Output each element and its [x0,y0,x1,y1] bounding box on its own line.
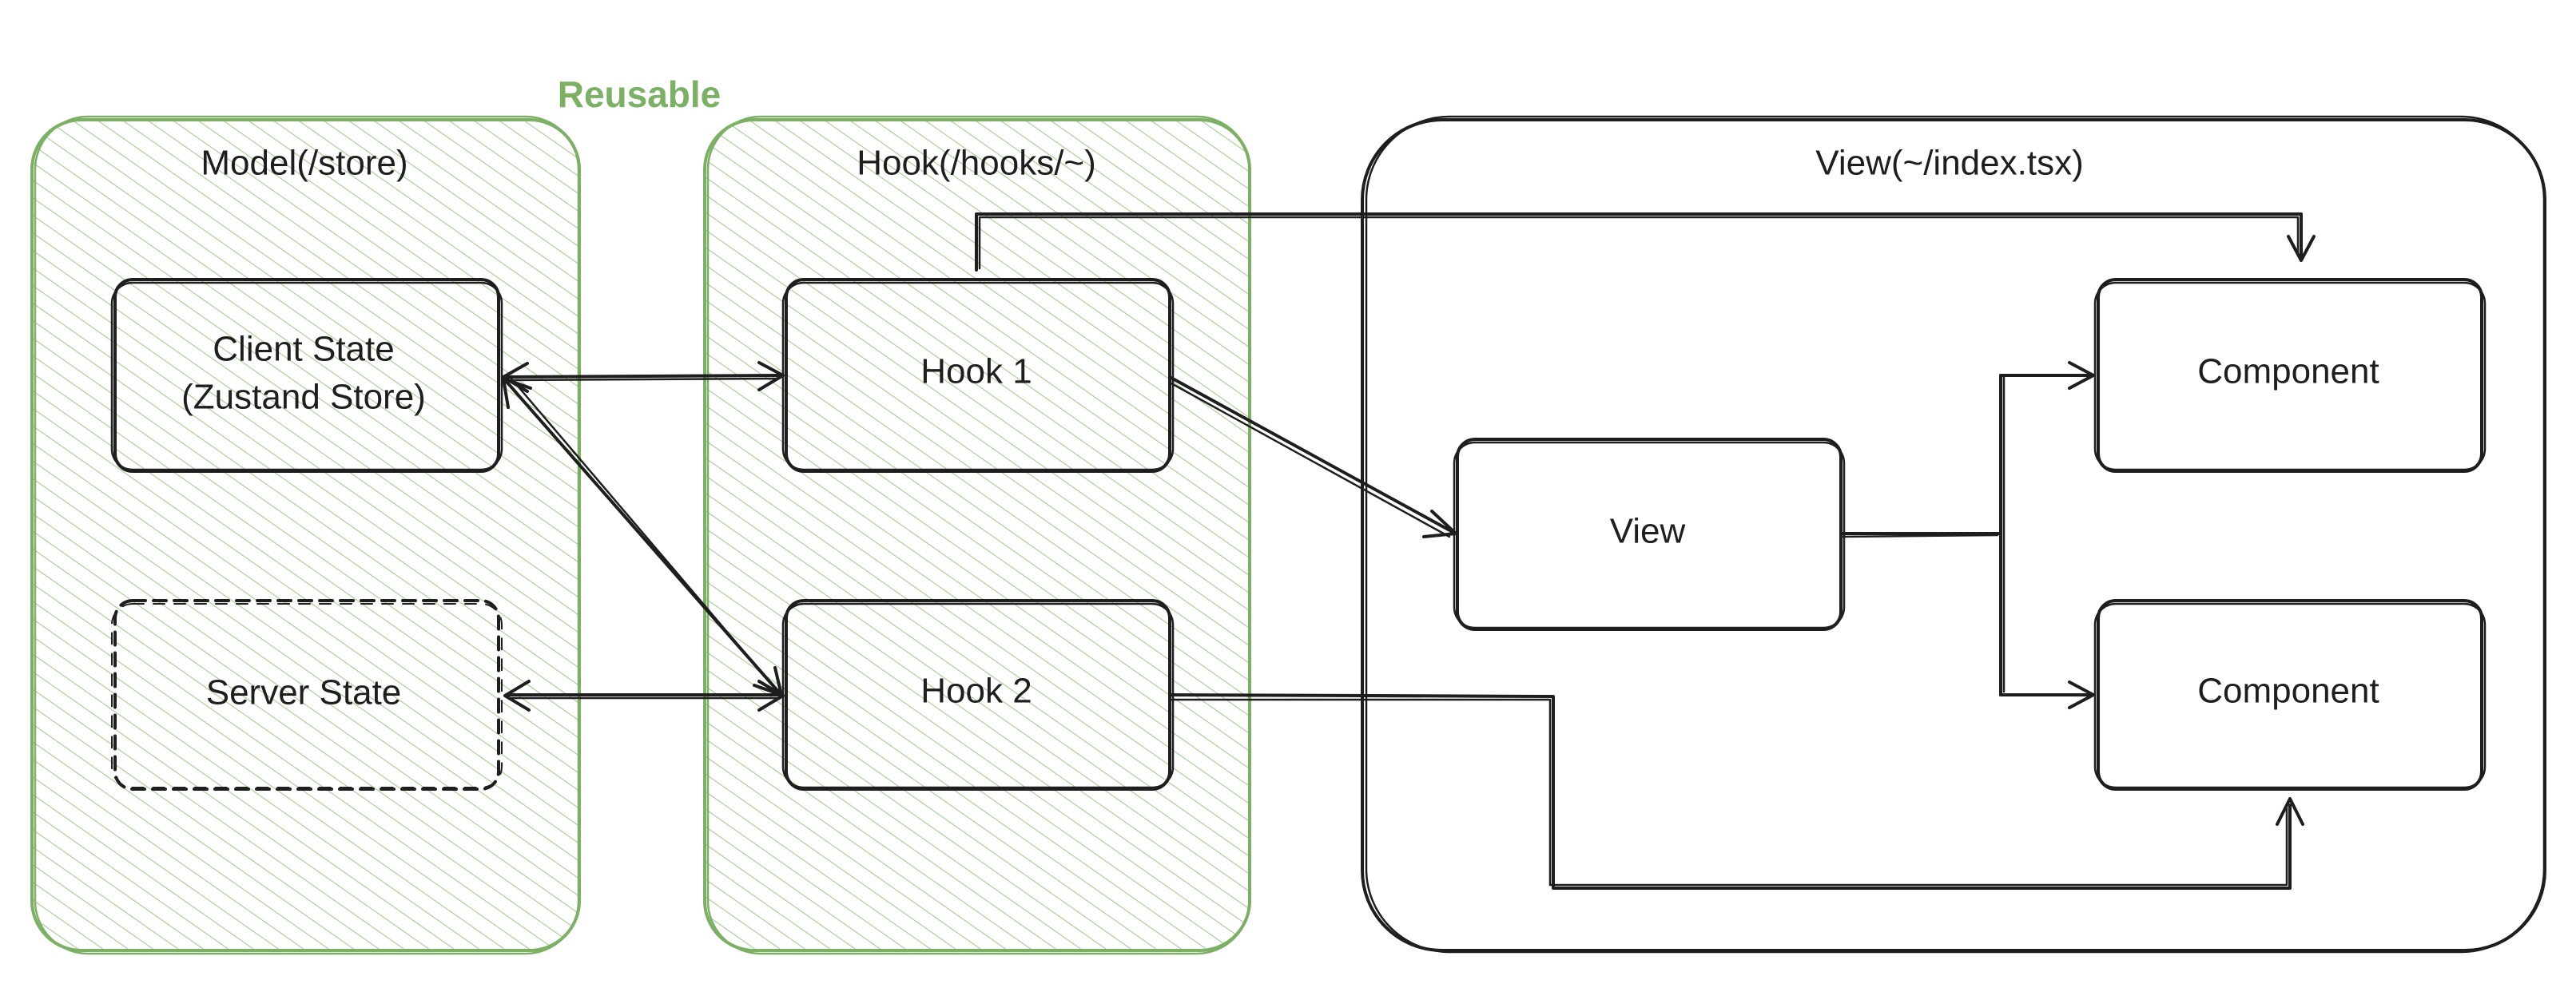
component-bottom-node[interactable]: Component [2093,599,2487,791]
reusable-label: Reusable [558,73,722,115]
component-top-label: Component [2197,352,2379,391]
server-state-node[interactable]: Server State [111,599,503,791]
arrowhead-icon [502,377,532,409]
arrowhead-icon [2287,235,2316,262]
hook-group: Hook(/hooks/~) [703,115,1251,955]
client-state-label-line1: Client State [213,330,394,369]
hook-group-label: Hook(/hooks/~) [857,144,1096,183]
edge-client-state-hook1 [502,361,785,393]
hook2-node[interactable]: Hook 2 [781,599,1175,791]
connectors [502,212,2316,890]
hook-group-fill [705,120,1250,950]
hook-group-border-sketch [706,115,1251,955]
hook1-node[interactable]: Hook 1 [781,278,1175,473]
component-bottom-label: Component [2197,672,2379,711]
view-node[interactable]: View [1453,438,1846,631]
model-group-fill [32,120,579,950]
arrowhead-icon [2068,361,2095,390]
view-group-label: View(~/index.tsx) [1815,144,2083,183]
model-group-border-sketch [34,115,580,955]
server-state-label: Server State [206,673,402,712]
arrowhead-icon [503,680,531,712]
edge-view-components [1839,361,2095,709]
edge-server-state-hook2 [503,680,785,712]
edge-hook2-component-bottom [1168,693,2304,890]
view-group: View(~/index.tsx) [1361,115,2546,954]
model-group-label: Model(/store) [201,144,407,183]
hook2-label: Hook 2 [920,672,1032,711]
arrowhead-icon [2276,797,2304,826]
component-top-node[interactable]: Component [2093,278,2487,473]
client-state-node[interactable]: Client State (Zustand Store) [110,278,503,473]
model-group: Model(/store) [30,115,581,955]
hook1-label: Hook 1 [920,352,1032,391]
view-group-border-sketch [1365,115,2546,954]
arrowhead-icon [2068,680,2095,709]
edge-hook1-component-top [975,212,2316,272]
view-label: View [1610,512,1686,551]
client-state-label-line2: (Zustand Store) [181,378,426,417]
